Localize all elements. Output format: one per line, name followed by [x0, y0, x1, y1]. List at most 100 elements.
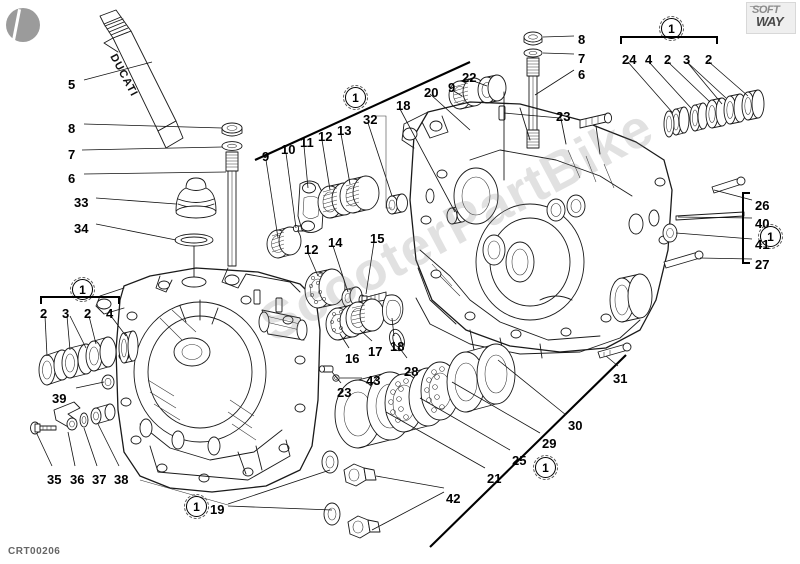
index-marker-1-left-stack: 1 — [70, 277, 95, 302]
right-crankcase-half — [401, 101, 673, 359]
part-19-plug-a — [321, 450, 339, 474]
part-31-pin — [597, 342, 632, 359]
callout-label-24-l24: 24 — [622, 52, 637, 67]
callout-label-32-l32: 32 — [363, 112, 378, 127]
leader-lines — [36, 35, 753, 531]
callout-label-29-l29: 29 — [542, 436, 557, 451]
callout-label-2-l2c: 2 — [664, 52, 672, 67]
callout-label-23-l23a: 23 — [556, 109, 571, 124]
callout-label-43-l43: 43 — [366, 373, 381, 388]
part-8-nut-top — [523, 31, 543, 46]
index-marker-1-upper-split: 1 — [343, 85, 368, 110]
part-23-dowel-lower — [318, 365, 334, 373]
callout-label-7-l7b: 7 — [578, 51, 586, 66]
part-17-bearing — [345, 298, 385, 335]
callout-label-12-l12a: 12 — [318, 129, 333, 144]
index-marker-1-right-stack: 1 — [659, 16, 684, 41]
part-41-ring — [662, 223, 678, 243]
callout-label-7-l7a: 7 — [68, 147, 76, 162]
callout-label-23-l23b: 23 — [337, 385, 352, 400]
left-crankcase-half — [95, 267, 321, 493]
callout-label-2-l2d: 2 — [705, 52, 713, 67]
part-36-bracket — [53, 401, 81, 431]
callout-label-10-l10: 10 — [281, 142, 296, 157]
split-line-upper — [254, 61, 471, 161]
callout-label-11-l11: 11 — [300, 135, 314, 150]
callout-label-19-l19: 19 — [210, 502, 225, 517]
part-38-bush — [90, 403, 116, 425]
part-30-bearing-outer — [446, 343, 516, 413]
callout-label-17-l17: 17 — [368, 344, 383, 359]
part-4-shim — [118, 330, 139, 364]
part-35-bolt — [30, 421, 57, 435]
callout-label-36-l36: 36 — [70, 472, 85, 487]
callout-label-8-l8a: 8 — [68, 121, 76, 136]
callout-label-18-l18a: 18 — [396, 98, 411, 113]
part-27-pin — [663, 250, 704, 269]
callout-label-3-l3a: 3 — [62, 306, 70, 321]
part-24-washer-inline — [663, 110, 675, 138]
part-4-shim-right — [689, 102, 709, 132]
logo-line1: SOFT — [752, 4, 780, 16]
callout-label-15-l15: 15 — [370, 231, 385, 246]
part-7-washer-left — [221, 141, 243, 151]
top-center-fasteners — [498, 31, 543, 149]
part-42-plug-a — [343, 463, 377, 487]
part-2-bearing-b — [85, 336, 117, 372]
part-32-spacer — [386, 193, 408, 215]
part-7-washer-top — [523, 48, 543, 58]
callout-label-3-l3b: 3 — [683, 52, 691, 67]
callout-label-27-l27: 27 — [755, 257, 770, 272]
callout-label-2-l2b: 2 — [84, 306, 92, 321]
part-34-oring — [174, 233, 214, 247]
index-marker-1-bottom-left: 1 — [184, 494, 209, 519]
callout-label-21-l21: 21 — [487, 471, 502, 486]
center-upper-subassembly — [266, 175, 468, 259]
callout-label-9-l9a: 9 — [262, 149, 270, 164]
bottom-bearing-group — [334, 343, 516, 449]
callout-label-20-l20: 20 — [424, 85, 439, 100]
part-6-stud-left — [225, 151, 239, 267]
part-2-bearing-d — [741, 89, 765, 121]
callout-label-26-l26: 26 — [755, 198, 770, 213]
logo-line2: WAY — [756, 14, 784, 29]
callout-label-16-l16: 16 — [345, 351, 360, 366]
part-19-plug-b — [323, 502, 341, 526]
callout-label-6-l6a: 6 — [68, 171, 76, 186]
callout-label-8-l8b: 8 — [578, 32, 586, 47]
part-37-washer — [79, 412, 89, 428]
index-marker-1-right-pins: 1 — [758, 224, 783, 249]
part-12-bearing-lower — [304, 268, 346, 309]
bracket-right-pins — [742, 192, 750, 264]
part-28-oring — [389, 328, 405, 352]
part-26-pin — [711, 176, 746, 194]
callout-label-30-l30: 30 — [568, 418, 583, 433]
part-42-plug-b — [347, 515, 381, 539]
callout-label-4-l4a: 4 — [106, 306, 114, 321]
callout-label-35-l35: 35 — [47, 472, 62, 487]
right-pins-group — [662, 176, 746, 269]
right-bearing-stack — [579, 89, 765, 138]
callout-label-31-l31: 31 — [613, 371, 628, 386]
part-18-circlip — [381, 294, 404, 325]
callout-label-22-l22: 22 — [462, 70, 477, 85]
callout-label-5-l5: 5 — [68, 77, 76, 92]
part-33-breather-plug — [175, 177, 217, 219]
callout-label-37-l37: 37 — [92, 472, 107, 487]
drawing-code: CRT00206 — [8, 546, 61, 557]
part-8-nut-left — [221, 122, 243, 137]
callout-label-28-l28: 28 — [404, 364, 419, 379]
callout-label-38-l38: 38 — [114, 472, 129, 487]
index-marker-1-lower-split: 1 — [533, 455, 558, 480]
part-5-sealant-tube — [99, 9, 184, 149]
bracket-right-stack — [620, 36, 718, 44]
callout-label-6-l6b: 6 — [578, 67, 586, 82]
left-bearing-stack — [38, 330, 139, 386]
callout-label-40-l40: 40 — [755, 216, 770, 231]
callout-label-18-l18b: 18 — [390, 339, 405, 354]
callout-label-12-l12b: 12 — [304, 242, 319, 257]
part-13-bearing — [339, 175, 380, 214]
center-lower-subassembly — [304, 268, 405, 382]
